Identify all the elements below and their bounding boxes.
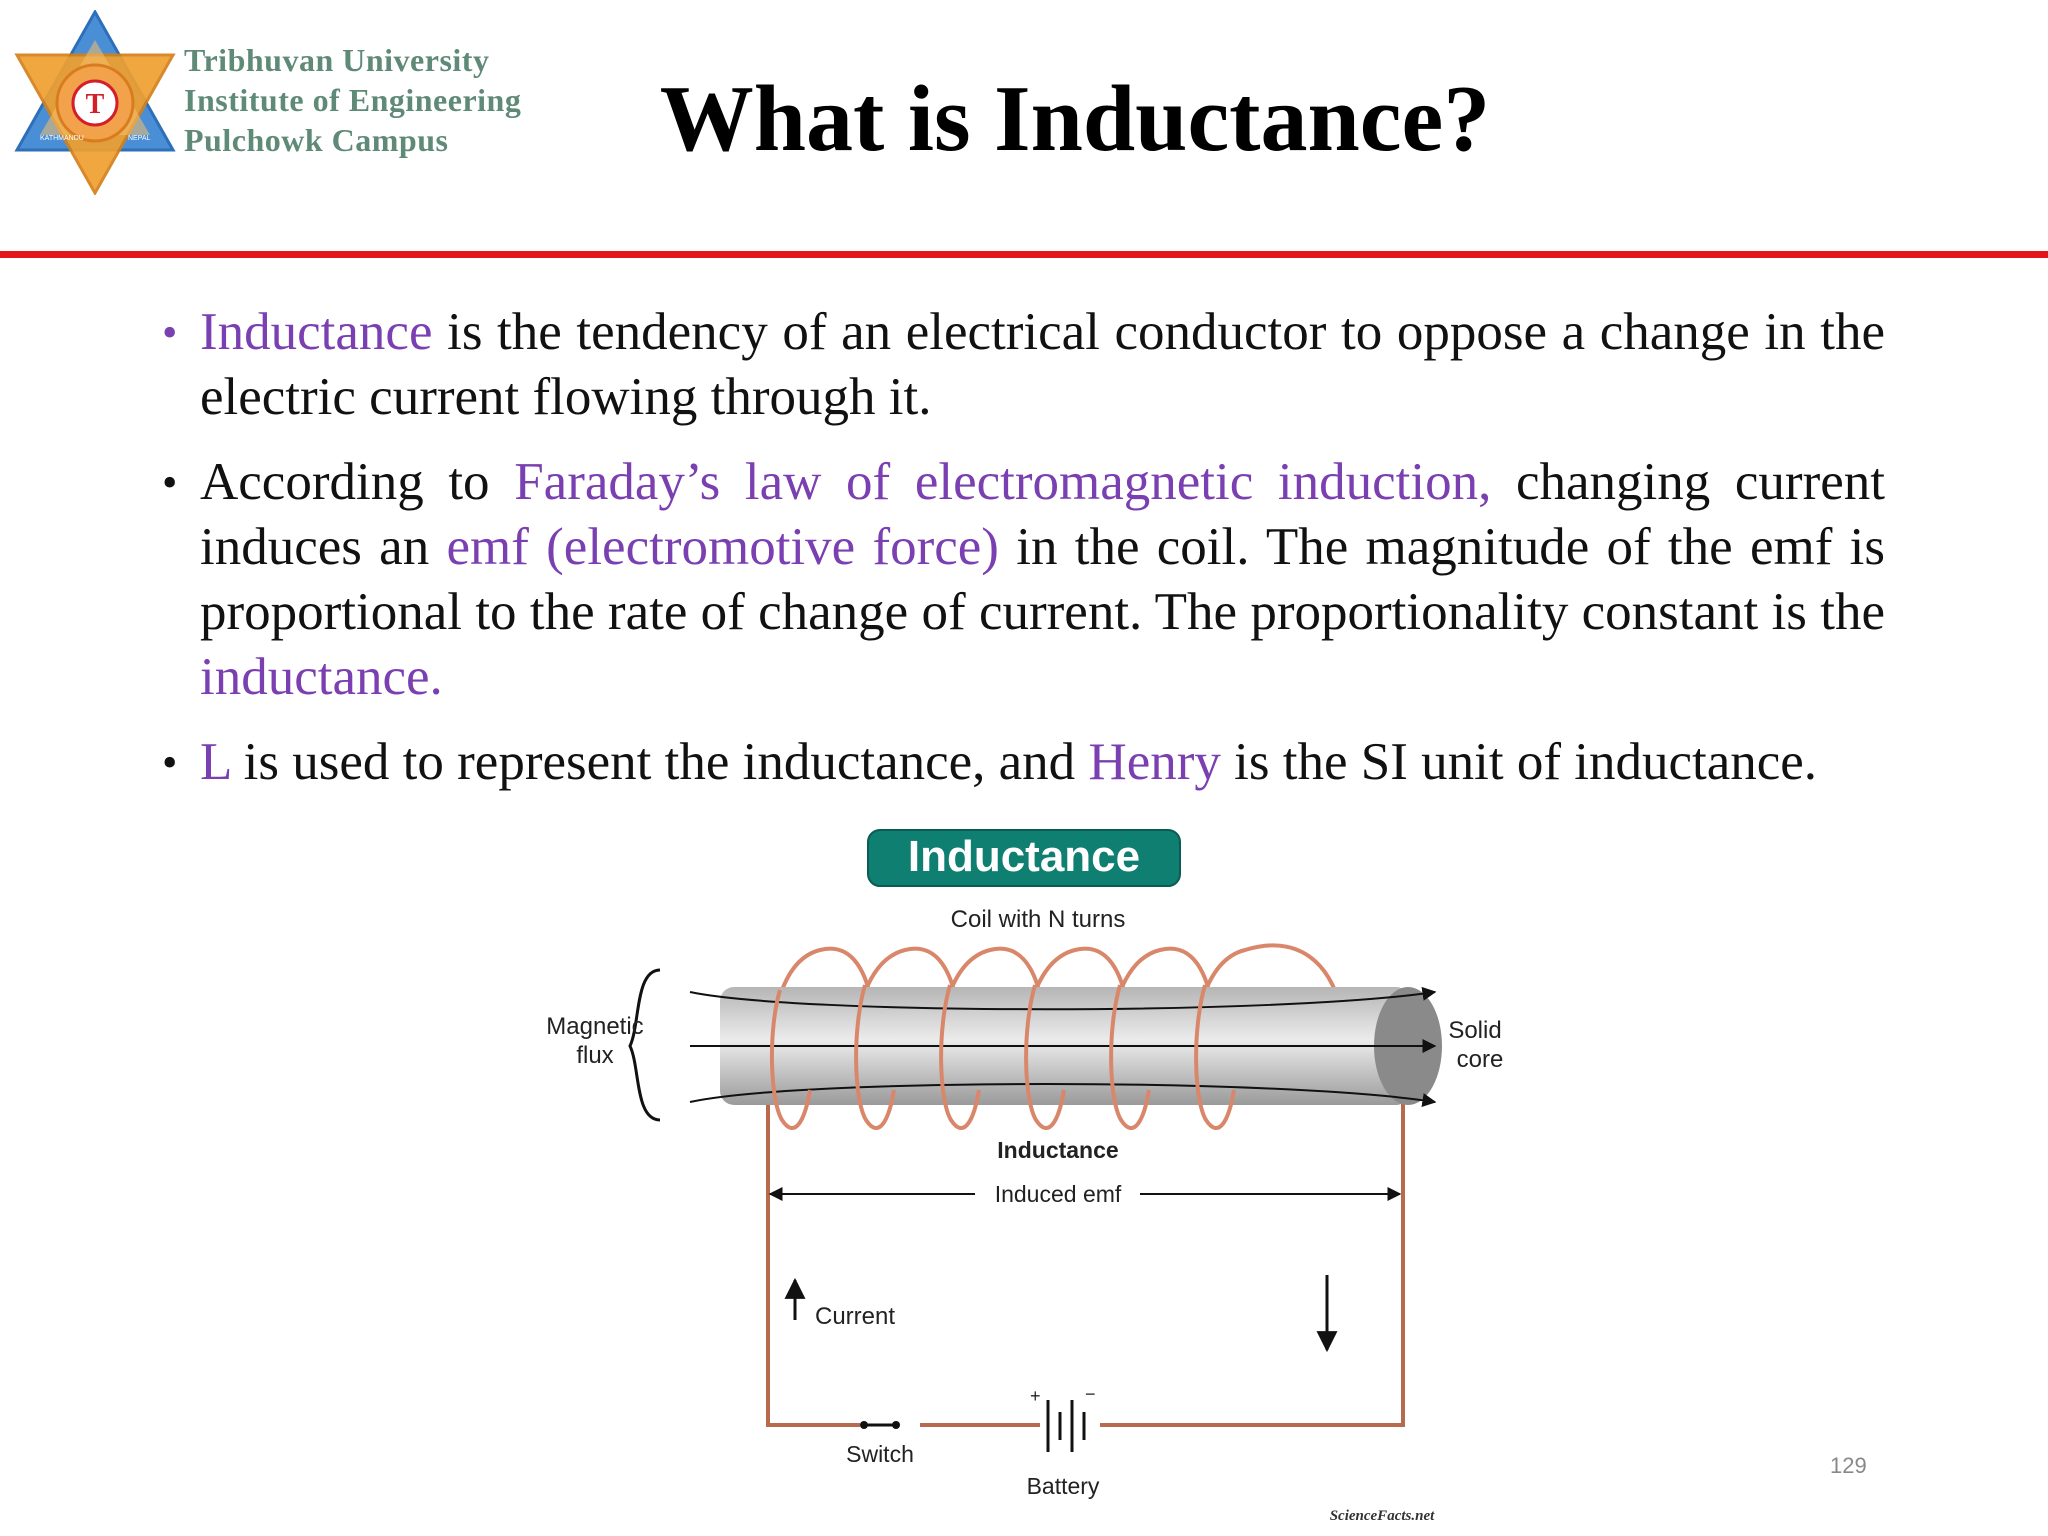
diagram-badge-text: Inductance [908, 832, 1140, 881]
bullet-segment: emf (electromotive force) [446, 518, 999, 576]
source-credit: ScienceFacts.net [1330, 1508, 1435, 1524]
logo-ring-text-right: NEPAL [128, 135, 151, 142]
flux-brace [628, 968, 661, 1122]
bullet-segment: is the SI unit of inductance. [1220, 733, 1818, 791]
inductance-circuit-figure: Inductance Coil with N turns [546, 829, 1504, 1524]
bullet-segment: in the coil. The magnitude of the emf is… [200, 518, 1885, 641]
institution-line-university: Tribhuvan University [184, 42, 490, 78]
bullet-segment: Henry [1088, 733, 1221, 791]
bullet-text: According to Faraday’s law of electromag… [200, 453, 1885, 706]
bullet-segment: Inductance [200, 303, 433, 361]
inductance-label: Inductance [997, 1137, 1118, 1163]
bullet-dot-icon: • [162, 738, 178, 787]
inductance-diagram: Inductance Coil with N turns [520, 820, 1540, 1536]
coil-front-loops [770, 984, 1236, 1130]
bullet-segment: L [200, 733, 231, 791]
diagram-badge: Inductance [867, 829, 1181, 887]
flux-lines [689, 986, 1437, 1107]
bullet-segment: is used to represent the inductance, and [230, 733, 1089, 791]
bullet-item-unit: • L is used to represent the inductance,… [158, 730, 1885, 795]
institution-name: Tribhuvan University Institute of Engine… [184, 40, 521, 160]
battery-minus-label: − [1085, 1384, 1096, 1404]
magnetic-flux-label-line1: Magnetic [546, 1013, 643, 1040]
battery-icon [1040, 1390, 1100, 1460]
switch-label: Switch [846, 1441, 914, 1467]
bullet-segment: is the tendency of an electrical conduct… [200, 303, 1885, 426]
header-divider [0, 251, 2048, 258]
battery-label: Battery [1027, 1473, 1100, 1499]
bullet-item-definition: • Inductance is the tendency of an elect… [158, 300, 1885, 430]
bullet-list: • Inductance is the tendency of an elect… [158, 300, 1885, 815]
bullet-text: Inductance is the tendency of an electri… [200, 303, 1885, 426]
bullet-segment: Faraday’s law of electromagnetic inducti… [514, 453, 1492, 511]
solid-core-label-line2: core [1457, 1046, 1504, 1073]
bullet-item-faraday: • According to Faraday’s law of electrom… [158, 450, 1885, 710]
logo-ring-text-left: KATHMANDU [40, 135, 84, 142]
induced-emf-label: Induced emf [995, 1181, 1122, 1207]
page-number: 129 [1830, 1453, 1867, 1478]
bullet-dot-icon: • [162, 308, 178, 357]
slide-title: What is Inductance? [659, 67, 1491, 171]
bullet-segment: According to [200, 453, 515, 511]
coil-label: Coil with N turns [951, 906, 1126, 933]
university-emblem-icon: T KATHMANDU NEPAL [14, 10, 176, 195]
current-label: Current [815, 1303, 895, 1330]
institution-line-campus: Pulchowk Campus [184, 122, 449, 158]
magnetic-flux-label-line2: flux [576, 1042, 613, 1069]
bullet-text: L is used to represent the inductance, a… [200, 733, 1817, 791]
solid-core-label-line1: Solid [1448, 1017, 1501, 1044]
battery-plus-label: + [1030, 1386, 1041, 1406]
institution-logo-block: T KATHMANDU NEPAL Tribhuvan University I… [0, 0, 600, 200]
bullet-segment: inductance. [200, 648, 443, 706]
bullet-segment: changing current induces an [200, 453, 1885, 576]
bullet-dot-icon: • [162, 458, 178, 507]
switch-icon [860, 1418, 920, 1432]
logo-center-letter: T [86, 89, 105, 120]
institution-line-institute: Institute of Engineering [184, 82, 522, 118]
